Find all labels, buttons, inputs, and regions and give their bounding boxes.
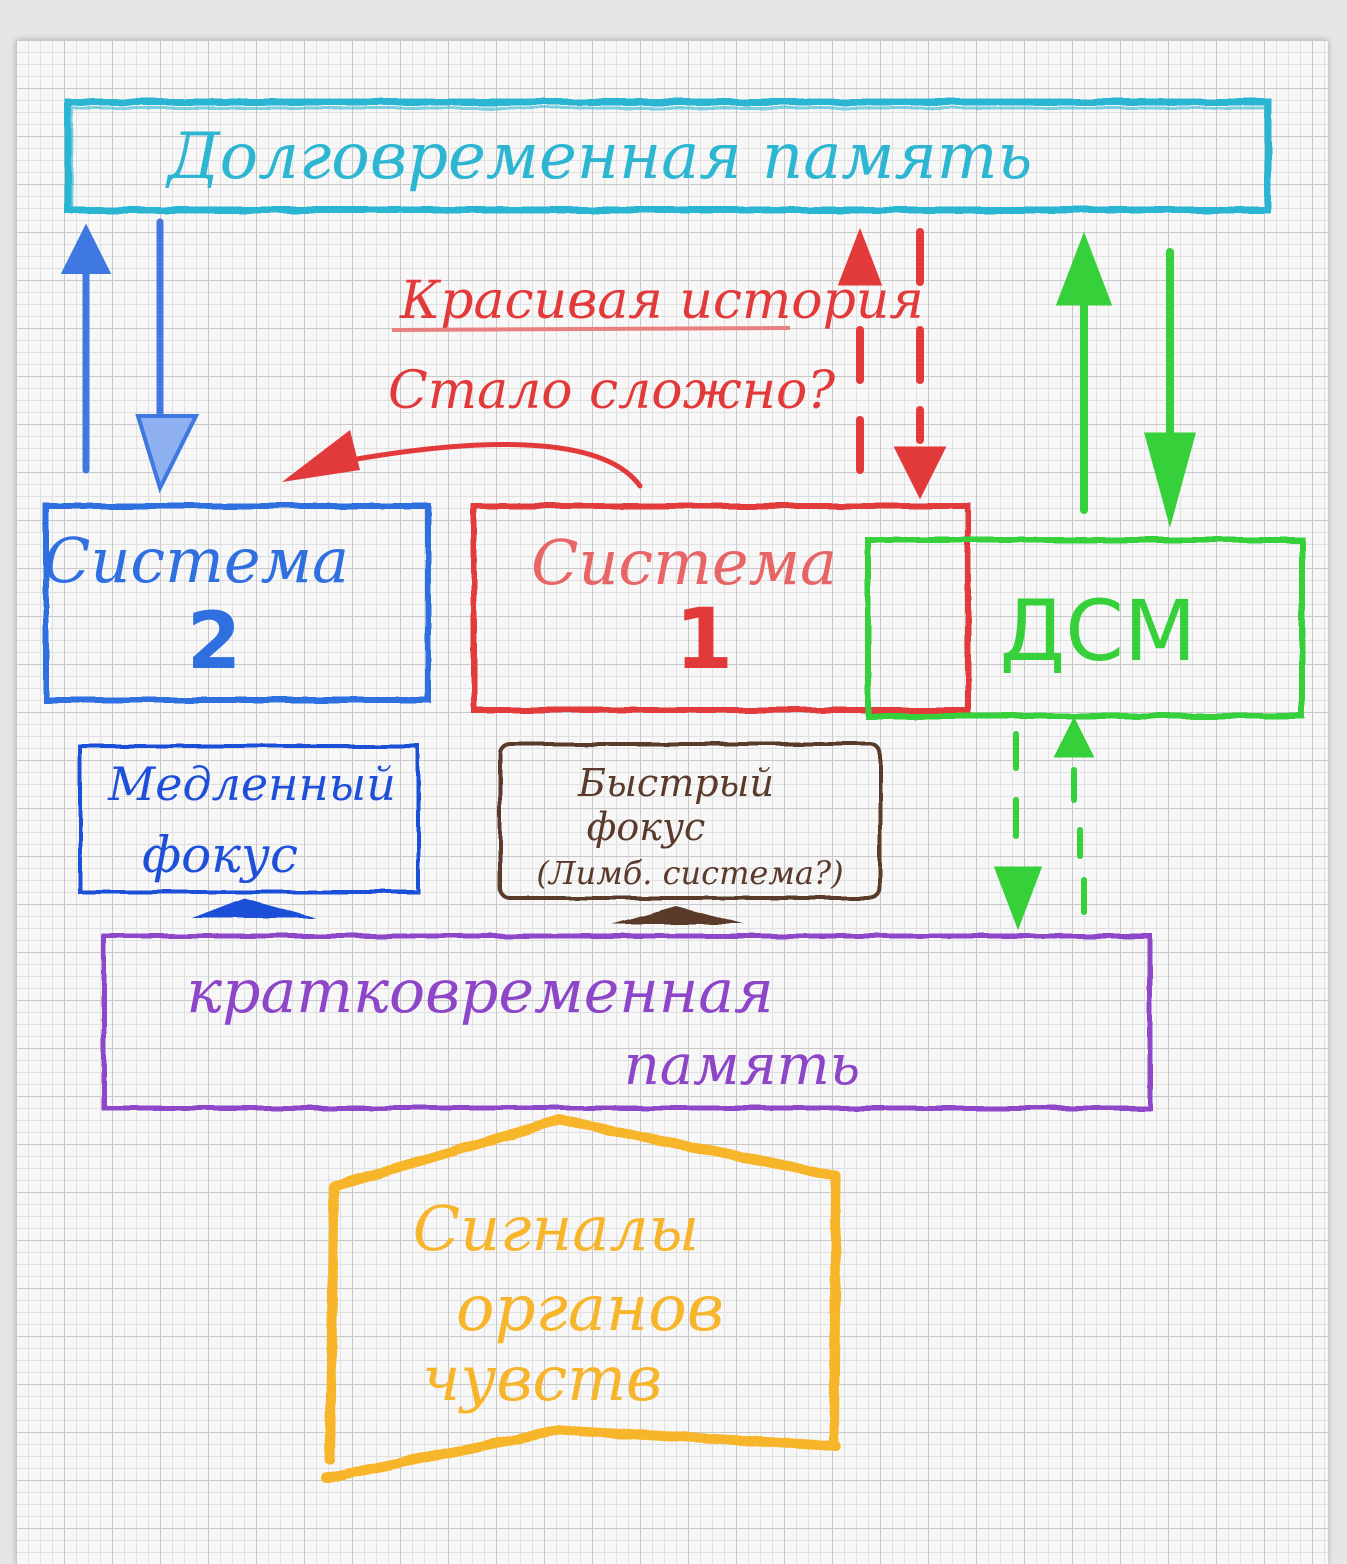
dcm-box	[865, 537, 1305, 719]
senses-shape	[321, 1115, 841, 1483]
fast-focus-line1: Быстрый	[577, 761, 774, 805]
annotation-line1: Красивая история	[399, 271, 924, 331]
system1-number: 1	[675, 590, 733, 688]
slow-focus-line2: фокус	[142, 826, 298, 884]
long-term-memory-box	[64, 98, 1272, 214]
system2-arrows	[60, 218, 200, 494]
short-term-memory-line1: кратковременная	[186, 957, 774, 1027]
system1-to-system2-arrow	[282, 430, 643, 489]
system1-box	[471, 503, 971, 713]
system2-number: 2	[187, 597, 241, 687]
long-term-memory-label: Долговременная память	[165, 120, 1033, 194]
short-term-memory-line2: память	[624, 1033, 861, 1098]
dcm-arrows	[1055, 231, 1196, 528]
grid-paper	[16, 40, 1328, 1564]
senses-line2: органов	[456, 1272, 724, 1346]
slow-focus-line1: Медленный	[107, 757, 396, 811]
dcm-short-term-arrows	[993, 716, 1095, 931]
fast-focus-box	[498, 742, 882, 924]
dcm-label: ДСМ	[1000, 582, 1197, 680]
annotation-underline	[391, 326, 791, 332]
fast-focus-line2: фокус	[587, 805, 706, 849]
annotation-line2: Стало сложно?	[388, 361, 836, 421]
slow-focus-box	[78, 744, 420, 918]
system1-label: Система	[531, 526, 837, 599]
system2-box	[43, 503, 431, 703]
senses-line3: чувств	[422, 1342, 662, 1415]
system1-dashed-arrows	[837, 227, 947, 500]
fast-focus-line3: (Лимб. система?)	[536, 854, 843, 892]
senses-line1: Сигналы	[413, 1192, 699, 1265]
short-term-memory-box	[101, 933, 1153, 1111]
system2-label: Система	[43, 524, 349, 597]
